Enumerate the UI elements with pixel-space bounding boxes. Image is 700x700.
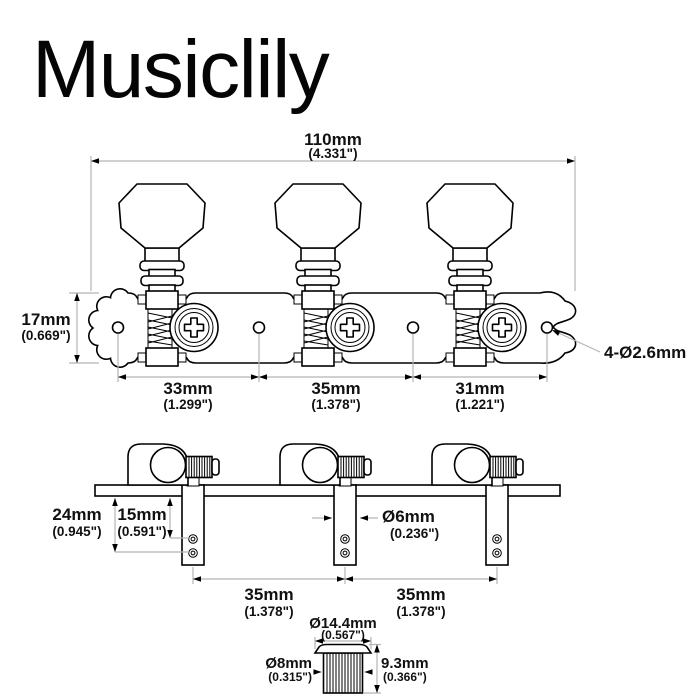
- dim-bushing-height: 9.3mm (0.366"): [363, 643, 429, 694]
- label-spacing-2-mm: 35mm: [311, 379, 360, 398]
- label-head-diameter-inch: (0.567"): [321, 628, 365, 642]
- bushing-head: [313, 643, 373, 654]
- dim-overall-width: 110mm (4.331"): [90, 130, 576, 291]
- mount-hole-3: [406, 321, 420, 334]
- label-post-diameter-mm: Ø6mm: [382, 507, 435, 526]
- label-spacing-1-inch: (1.299"): [163, 397, 212, 412]
- label-overall-width-mm: 110mm: [304, 130, 362, 149]
- dim-post-length: 24mm (0.945"): [52, 498, 189, 553]
- label-post-spacing-1-inch: (1.378"): [244, 604, 293, 619]
- mount-hole-2: [252, 321, 266, 334]
- label-spacing-1-mm: 33mm: [163, 379, 212, 398]
- label-hole-distance-mm: 15mm: [117, 505, 166, 524]
- label-mount-holes: 4-Ø2.6mm: [604, 343, 686, 362]
- tuner-unit-2-side: [279, 443, 372, 566]
- label-spacing-2-inch: (1.378"): [311, 397, 360, 412]
- label-body-diameter-inch: (0.315"): [268, 670, 312, 684]
- label-hole-distance-inch: (0.591"): [117, 524, 166, 539]
- side-view: 24mm (0.945") 15mm (0.591") Ø6mm (0.236"…: [52, 443, 561, 619]
- dim-hole-spacings: 33mm (1.299") 35mm (1.378") 31mm (1.221"…: [117, 334, 548, 412]
- label-post-spacing-2-inch: (1.378"): [396, 604, 445, 619]
- label-post-length-mm: 24mm: [52, 505, 101, 524]
- label-spacing-3-inch: (1.221"): [455, 397, 504, 412]
- label-post-length-inch: (0.945"): [52, 524, 101, 539]
- label-bushing-height-inch: (0.366"): [383, 670, 427, 684]
- label-overall-width-inch: (4.331"): [308, 146, 357, 161]
- bushing-knurling: [326, 653, 361, 693]
- tuner-unit-3-side: [431, 443, 524, 566]
- top-view: 110mm (4.331") 17mm (0.669") 4-Ø2.6mm: [21, 130, 686, 412]
- dim-plate-height: 17mm (0.669"): [21, 292, 99, 364]
- mount-hole-4: [540, 321, 554, 334]
- mount-hole-1: [111, 321, 125, 334]
- label-spacing-3-mm: 31mm: [455, 379, 504, 398]
- dim-post-spacings: 35mm (1.378") 35mm (1.378"): [192, 567, 498, 619]
- dim-bushing-body-diameter: Ø8mm (0.315"): [265, 655, 373, 684]
- label-head-diameter-mm: Ø14.4mm: [309, 615, 377, 632]
- label-post-spacing-2-mm: 35mm: [396, 585, 445, 604]
- label-bushing-height-mm: 9.3mm: [381, 655, 429, 672]
- dim-string-hole-distance: 15mm (0.591"): [117, 498, 189, 539]
- dim-post-diameter: Ø6mm (0.236"): [312, 507, 439, 541]
- callout-mount-holes: 4-Ø2.6mm: [551, 329, 686, 362]
- label-plate-height-inch: (0.669"): [21, 328, 70, 343]
- bushing-detail: Ø14.4mm (0.567") Ø8mm (0.315") 9.3mm (0.…: [265, 615, 429, 694]
- brand-logo: Musiclily: [32, 24, 330, 115]
- dim-bushing-head-diameter: Ø14.4mm (0.567"): [309, 615, 377, 649]
- label-plate-height-mm: 17mm: [21, 310, 70, 329]
- label-post-spacing-1-mm: 35mm: [244, 585, 293, 604]
- label-body-diameter-mm: Ø8mm: [265, 655, 312, 672]
- label-post-diameter-inch: (0.236"): [390, 526, 439, 541]
